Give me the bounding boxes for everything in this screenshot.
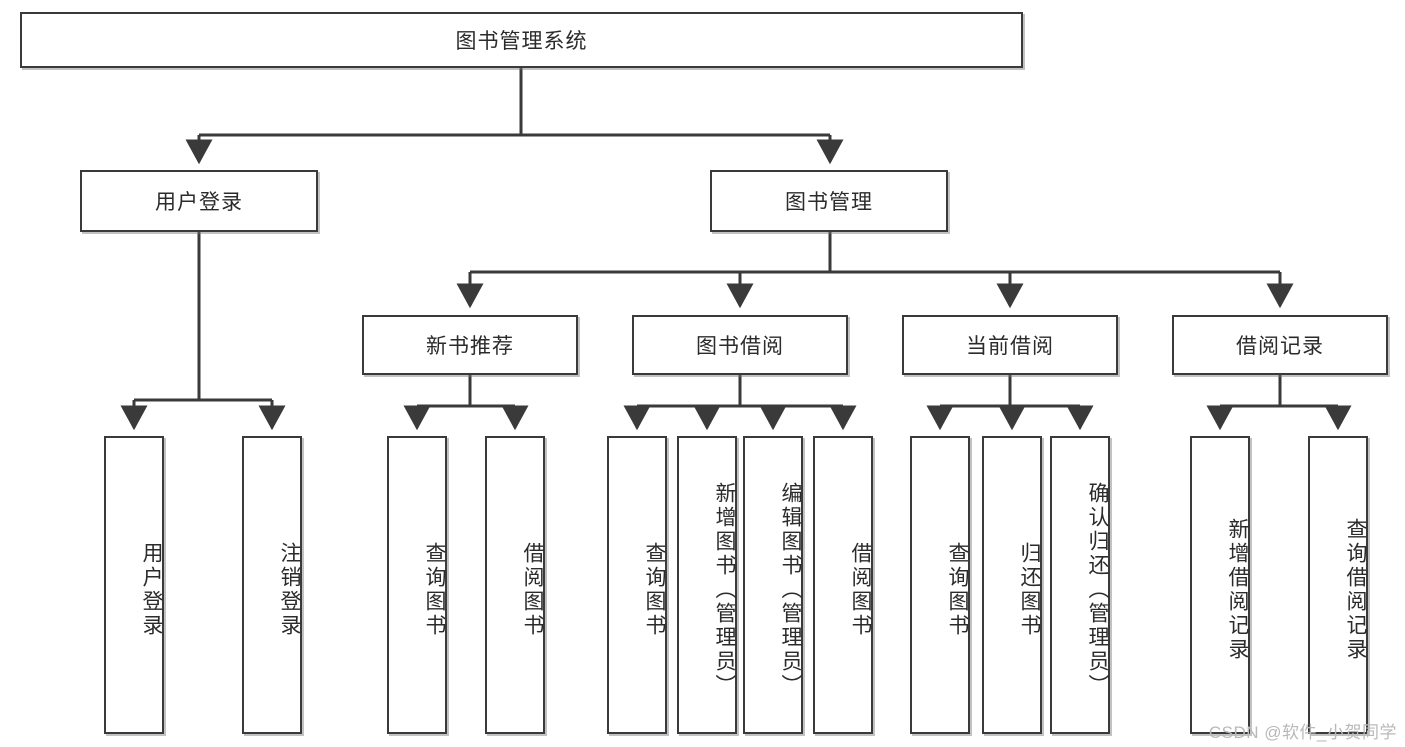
leaf-logout-label: 注销登录: [278, 542, 301, 638]
leaf-borrow-book-label: 借阅图书: [849, 542, 872, 638]
leaf-borrow-book[interactable]: 借阅图书: [813, 436, 873, 734]
node-current-borrow-label: 当前借阅: [966, 335, 1054, 358]
leaf-query-borrow-record[interactable]: 查询借阅记录: [1308, 436, 1368, 734]
node-root[interactable]: 图书管理系统: [20, 12, 1023, 68]
leaf-query-borrow-record-label: 查询借阅记录: [1344, 518, 1367, 662]
leaf-confirm-return-admin-label: 确认归还（管理员）: [1086, 482, 1109, 698]
node-book-borrow-label: 图书借阅: [696, 335, 784, 358]
node-borrow-record-label: 借阅记录: [1236, 335, 1324, 358]
leaf-return-book[interactable]: 归还图书: [982, 436, 1042, 734]
leaf-query-book-borrow[interactable]: 查询图书: [607, 436, 667, 734]
leaf-borrow-book-newbook[interactable]: 借阅图书: [485, 436, 545, 734]
leaf-add-borrow-record-label: 新增借阅记录: [1226, 518, 1249, 662]
leaf-edit-book-admin-label: 编辑图书（管理员）: [779, 482, 802, 698]
leaf-query-book-newbook-label: 查询图书: [423, 542, 446, 638]
node-current-borrow[interactable]: 当前借阅: [902, 315, 1118, 375]
leaf-user-login-label: 用户登录: [140, 542, 163, 638]
node-book-management-label: 图书管理: [785, 191, 873, 214]
leaf-query-book-borrow-label: 查询图书: [643, 542, 666, 638]
node-new-book-recommend[interactable]: 新书推荐: [362, 315, 578, 375]
node-new-book-recommend-label: 新书推荐: [426, 335, 514, 358]
node-user-login[interactable]: 用户登录: [80, 170, 318, 232]
leaf-edit-book-admin[interactable]: 编辑图书（管理员）: [743, 436, 803, 734]
leaf-query-book-newbook[interactable]: 查询图书: [387, 436, 447, 734]
leaf-query-book-current-label: 查询图书: [946, 542, 969, 638]
leaf-add-book-admin-label: 新增图书（管理员）: [713, 482, 736, 698]
node-book-borrow[interactable]: 图书借阅: [632, 315, 848, 375]
node-root-label: 图书管理系统: [455, 30, 588, 53]
leaf-borrow-book-newbook-label: 借阅图书: [521, 542, 544, 638]
leaf-user-login[interactable]: 用户登录: [104, 436, 164, 734]
leaf-logout[interactable]: 注销登录: [242, 436, 302, 734]
leaf-return-book-label: 归还图书: [1018, 542, 1041, 638]
leaf-add-book-admin[interactable]: 新增图书（管理员）: [677, 436, 737, 734]
node-book-management[interactable]: 图书管理: [710, 170, 948, 232]
leaf-confirm-return-admin[interactable]: 确认归还（管理员）: [1050, 436, 1110, 734]
node-user-login-label: 用户登录: [155, 191, 243, 214]
leaf-query-book-current[interactable]: 查询图书: [910, 436, 970, 734]
node-borrow-record[interactable]: 借阅记录: [1172, 315, 1388, 375]
leaf-add-borrow-record[interactable]: 新增借阅记录: [1190, 436, 1250, 734]
